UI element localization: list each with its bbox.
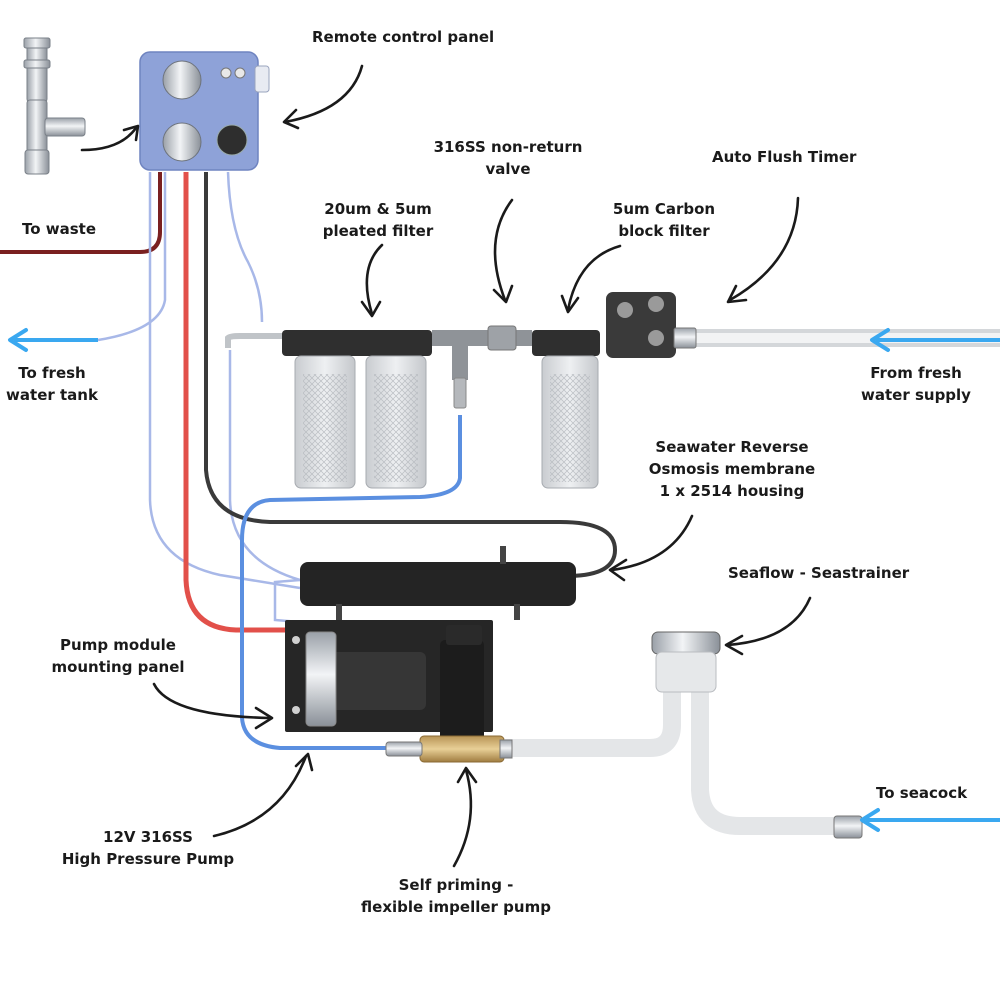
thin-return-line [148,172,301,590]
pointer-membrane [608,514,694,582]
flow-arrow-from-seacock [860,808,1000,832]
remote-control-panel [139,51,270,171]
auto-flush-timer [606,292,697,358]
label-text: Self priming - [398,876,514,894]
label-text: 316SS non-return [433,138,583,156]
waste-t-fitting [23,37,86,175]
seacock-hose [691,688,840,835]
pump-module-panel [285,620,493,742]
concentrate-line-dark [204,172,618,578]
label-text: block filter [618,222,710,240]
label-text: Osmosis membrane [648,460,816,478]
label-remote-control-panel: Remote control panel [312,26,494,48]
seastrainer [651,631,863,839]
label-text: 12V 316SS [103,828,193,846]
label-text: Seaflow - Seastrainer [728,564,910,582]
pointer-impeller-pump [452,766,478,868]
label-to-seacock: To seacock [876,782,967,804]
pointer-nonreturn-valve [492,198,514,304]
label-text: Auto Flush Timer [712,148,857,166]
label-high-pressure-pump: 12V 316SS High Pressure Pump [58,826,238,870]
carbon-block-filter-housing [532,330,600,489]
label-pump-module-panel: Pump module mounting panel [48,634,188,678]
label-text: flexible impeller pump [361,898,551,916]
thin-pump-line [228,350,301,582]
label-seastrainer: Seaflow - Seastrainer [728,562,909,584]
non-return-valve [432,325,532,409]
label-nonreturn-valve: 316SS non-return valve [428,136,588,180]
label-impeller-pump: Self priming - flexible impeller pump [356,874,556,918]
label-text: Remote control panel [312,28,495,46]
label-pleated-filter: 20um & 5um pleated filter [312,198,444,242]
pointer-pleated-filter [360,243,384,318]
impeller-pump [385,735,513,763]
label-from-fresh-water-supply: From fresh water supply [856,362,976,406]
label-auto-flush-timer: Auto Flush Timer [712,146,856,168]
flow-arrow-from-supply [870,328,1000,352]
label-text: To seacock [876,784,968,802]
thin-panel-line [226,171,264,323]
label-text: pleated filter [322,222,434,240]
pointer-hp-pump [212,752,314,838]
label-text: 1 x 2514 housing [659,482,805,500]
label-carbon-filter: 5um Carbon block filter [604,198,724,242]
label-text: 20um & 5um [324,200,432,218]
label-text: To waste [22,220,97,238]
pointer-pump-panel [152,682,274,730]
label-text: Seawater Reverse [655,438,809,456]
label-text: valve [485,160,531,178]
ro-membrane-housing [300,546,576,620]
label-text: mounting panel [51,658,185,676]
pointer-carbon-filter [560,244,622,314]
label-ro-membrane: Seawater Reverse Osmosis membrane 1 x 25… [632,436,832,502]
label-text: Pump module [60,636,176,654]
waste-line [0,172,162,254]
label-text: From fresh [870,364,962,382]
label-text: water tank [6,386,98,404]
pointer-remote-panel [282,64,364,130]
pointer-waste-fitting [80,124,140,152]
flow-arrow-to-tank [8,328,98,352]
label-text: To fresh [18,364,86,382]
pointer-seastrainer [724,596,812,656]
label-text: water supply [861,386,971,404]
filter-outlet-pipe [225,333,290,348]
pleated-filter-housing [282,330,432,489]
label-to-waste: To waste [22,218,96,240]
fresh-tank-line [97,172,167,342]
feed-line-blue [240,415,462,750]
label-text: High Pressure Pump [61,850,235,868]
label-text: 5um Carbon [612,200,716,218]
seawater-intake-hose [505,688,681,757]
pointer-flush-timer [726,196,800,304]
high-pressure-line [183,172,470,633]
label-to-fresh-water-tank: To fresh water tank [2,362,102,406]
